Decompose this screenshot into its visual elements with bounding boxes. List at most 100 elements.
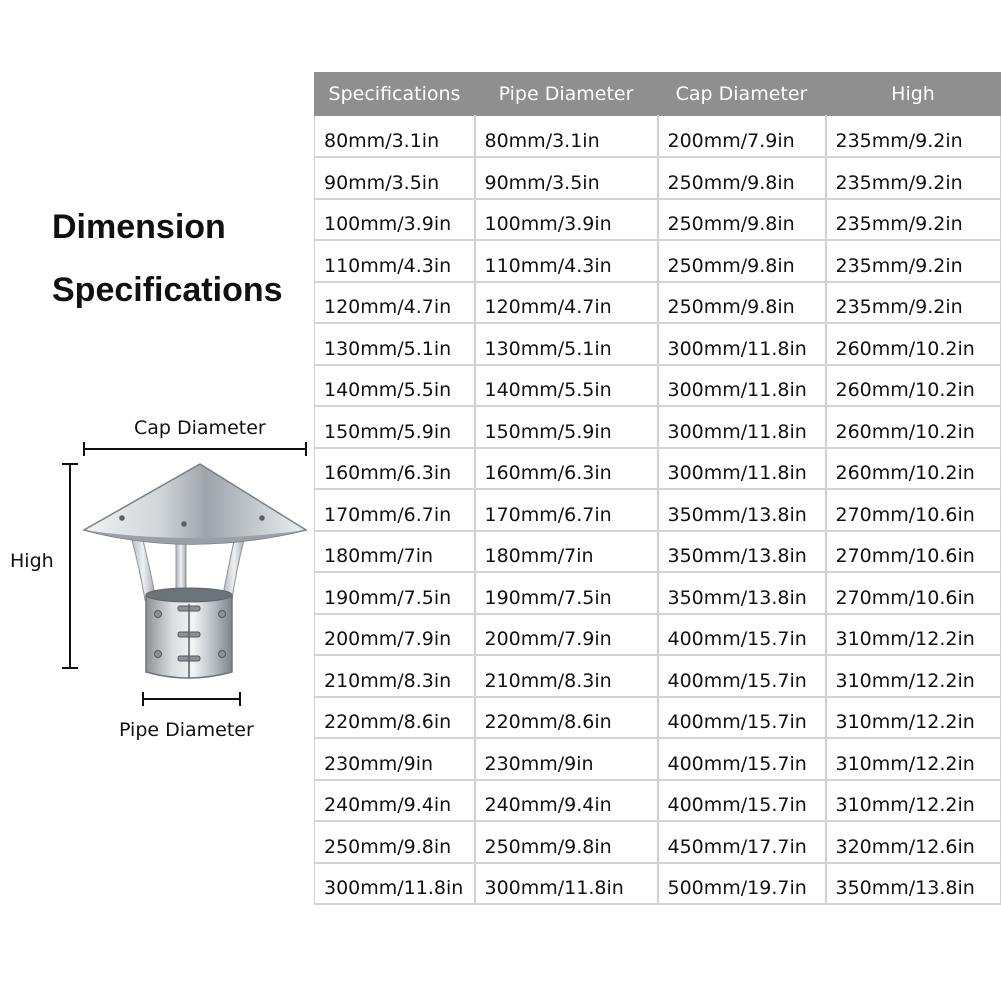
cell-cap-diameter: 350mm/13.8in [657,530,827,573]
cell-cap-diameter: 300mm/11.8in [657,323,827,366]
cell-pipe-diameter: 110mm/4.3in [474,240,659,283]
cell-cap-diameter: 250mm/9.8in [657,157,827,200]
header-high: High [825,72,1001,116]
cell-pipe-diameter: 120mm/4.7in [474,281,659,324]
cell-high: 235mm/9.2in [825,281,1001,324]
cell-high: 320mm/12.6in [825,821,1001,864]
cell-pipe-diameter: 300mm/11.8in [474,862,659,905]
cell-cap-diameter: 250mm/9.8in [657,198,827,241]
specifications-table: Specifications Pipe Diameter Cap Diamete… [314,72,1001,905]
cell-high: 270mm/10.6in [825,572,1001,615]
cell-pipe-diameter: 100mm/3.9in [474,198,659,241]
cell-pipe-diameter: 240mm/9.4in [474,779,659,822]
cell-pipe-diameter: 230mm/9in [474,738,659,781]
cell-cap-diameter: 400mm/15.7in [657,696,827,739]
cell-specifications: 220mm/8.6in [314,696,476,739]
cell-specifications: 250mm/9.8in [314,821,476,864]
cell-high: 260mm/10.2in [825,323,1001,366]
cell-pipe-diameter: 200mm/7.9in [474,613,659,656]
cell-cap-diameter: 200mm/7.9in [657,115,827,158]
cell-cap-diameter: 250mm/9.8in [657,281,827,324]
cell-pipe-diameter: 250mm/9.8in [474,821,659,864]
cell-cap-diameter: 400mm/15.7in [657,779,827,822]
cap-diameter-dimension-line [83,442,307,456]
high-label: High [10,550,54,572]
cell-cap-diameter: 500mm/19.7in [657,862,827,905]
cell-specifications: 150mm/5.9in [314,406,476,449]
cell-high: 310mm/12.2in [825,738,1001,781]
cell-cap-diameter: 250mm/9.8in [657,240,827,283]
cell-specifications: 110mm/4.3in [314,240,476,283]
cell-cap-diameter: 350mm/13.8in [657,489,827,532]
cell-high: 235mm/9.2in [825,198,1001,241]
cell-specifications: 180mm/7in [314,530,476,573]
cell-specifications: 120mm/4.7in [314,281,476,324]
cell-specifications: 80mm/3.1in [314,115,476,158]
cell-pipe-diameter: 90mm/3.5in [474,157,659,200]
chimney-cap-illustration [62,442,308,706]
cell-cap-diameter: 450mm/17.7in [657,821,827,864]
cell-high: 235mm/9.2in [825,157,1001,200]
cell-specifications: 140mm/5.5in [314,364,476,407]
cell-specifications: 100mm/3.9in [314,198,476,241]
cell-pipe-diameter: 160mm/6.3in [474,447,659,490]
cell-high: 310mm/12.2in [825,613,1001,656]
cell-cap-diameter: 400mm/15.7in [657,613,827,656]
cell-pipe-diameter: 140mm/5.5in [474,364,659,407]
cell-cap-diameter: 300mm/11.8in [657,406,827,449]
cell-high: 310mm/12.2in [825,655,1001,698]
cell-high: 235mm/9.2in [825,115,1001,158]
pipe-diameter-label: Pipe Diameter [119,719,254,741]
cell-specifications: 170mm/6.7in [314,489,476,532]
cell-pipe-diameter: 180mm/7in [474,530,659,573]
header-pipe-diameter: Pipe Diameter [474,72,658,116]
cell-high: 260mm/10.2in [825,447,1001,490]
cell-specifications: 160mm/6.3in [314,447,476,490]
cell-pipe-diameter: 190mm/7.5in [474,572,659,615]
cap-diameter-label: Cap Diameter [134,417,266,439]
cell-high: 350mm/13.8in [825,862,1001,905]
high-dimension-line [62,463,78,669]
cell-pipe-diameter: 150mm/5.9in [474,406,659,449]
cell-cap-diameter: 350mm/13.8in [657,572,827,615]
cell-specifications: 210mm/8.3in [314,655,476,698]
cell-specifications: 90mm/3.5in [314,157,476,200]
cell-pipe-diameter: 210mm/8.3in [474,655,659,698]
cell-high: 260mm/10.2in [825,406,1001,449]
cell-cap-diameter: 400mm/15.7in [657,738,827,781]
heading-line-2: Specifications [52,271,283,309]
cell-pipe-diameter: 130mm/5.1in [474,323,659,366]
cell-cap-diameter: 300mm/11.8in [657,364,827,407]
cell-pipe-diameter: 80mm/3.1in [474,115,659,158]
cell-high: 270mm/10.6in [825,530,1001,573]
cell-specifications: 240mm/9.4in [314,779,476,822]
cell-specifications: 130mm/5.1in [314,323,476,366]
chimney-cap-diagram: Cap Diameter High Pipe Diameter [0,400,315,760]
cell-cap-diameter: 400mm/15.7in [657,655,827,698]
cell-high: 235mm/9.2in [825,240,1001,283]
cell-high: 310mm/12.2in [825,779,1001,822]
header-cap-diameter: Cap Diameter [657,72,826,116]
header-specifications: Specifications [314,72,475,116]
cell-high: 260mm/10.2in [825,364,1001,407]
cell-specifications: 300mm/11.8in [314,862,476,905]
cell-high: 270mm/10.6in [825,489,1001,532]
